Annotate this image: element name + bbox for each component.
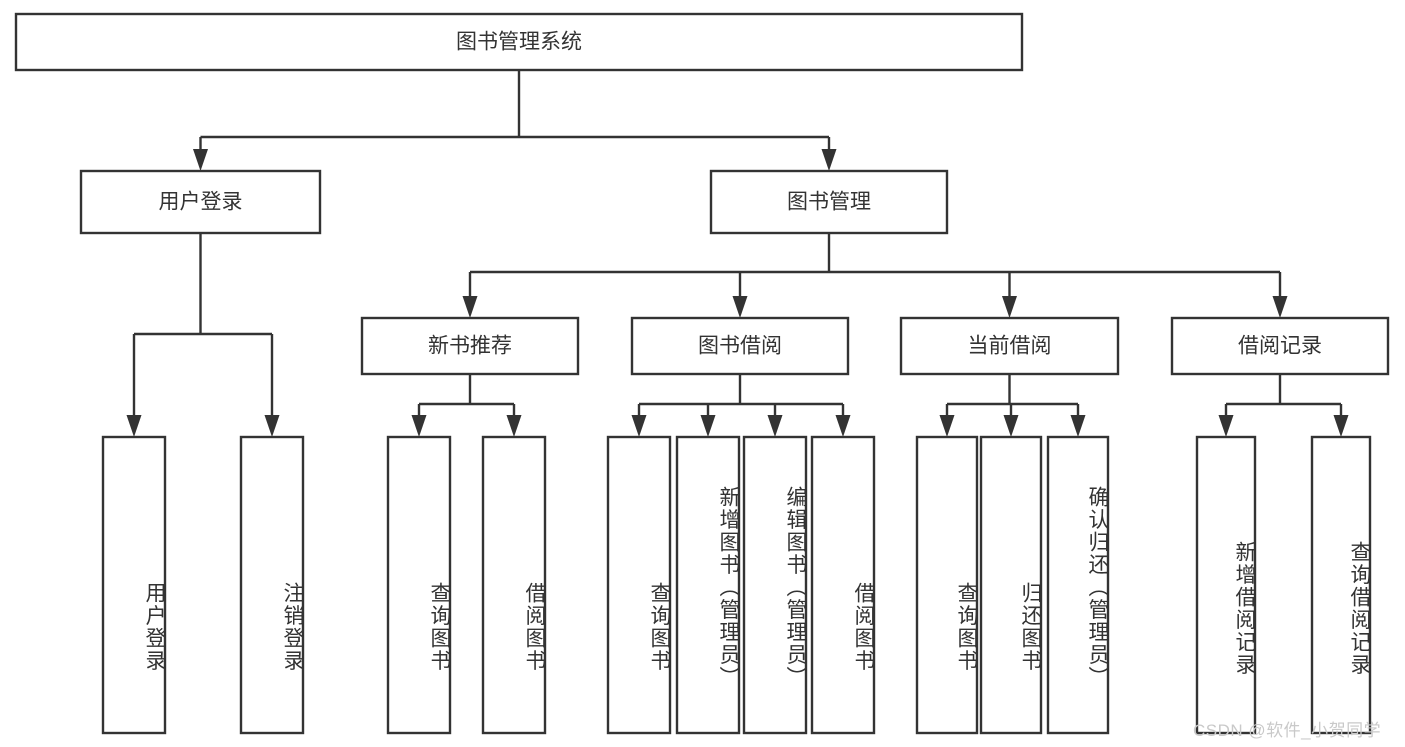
watermark-text: CSDN @软件_小贺同学 (1193, 721, 1382, 740)
node-new-book-recommend[interactable]: 新书推荐 (360, 316, 580, 376)
arrow-head-icon (939, 415, 955, 437)
node-box-new-book-recommend (360, 316, 580, 376)
node-label-current-borrow: 当前借阅 (968, 335, 1052, 358)
arrow-head-icon (1070, 415, 1086, 437)
node-book-manage[interactable]: 图书管理 (709, 169, 949, 235)
arrow-head-icon (767, 415, 783, 437)
node-leaf-add-book[interactable] (675, 435, 741, 735)
arrow-head-icon (1002, 296, 1017, 318)
node-leaf-query-book-rec[interactable] (386, 435, 452, 735)
node-leaf-user-login[interactable] (101, 435, 167, 735)
node-leaf-query-book-current[interactable] (915, 435, 979, 735)
node-label-user-login: 用户登录 (159, 191, 243, 214)
node-box-leaf-borrow-book-rec (481, 435, 547, 735)
node-label-borrow-record: 借阅记录 (1238, 335, 1322, 358)
node-box-current-borrow (899, 316, 1120, 376)
connector-layer (126, 70, 1349, 437)
arrow-head-icon (193, 149, 208, 171)
arrow-head-icon (1218, 415, 1234, 437)
node-box-borrow-record (1170, 316, 1390, 376)
node-box-root-system (14, 12, 1024, 72)
node-leaf-query-borrow-record[interactable] (1310, 435, 1372, 735)
arrow-head-icon (1333, 415, 1349, 437)
node-box-leaf-add-book (675, 435, 741, 735)
arrow-head-icon (631, 415, 647, 437)
node-current-borrow[interactable]: 当前借阅 (899, 316, 1120, 376)
node-box-leaf-add-borrow-record (1195, 435, 1257, 735)
node-box-book-manage (709, 169, 949, 235)
arrow-head-icon (821, 149, 837, 171)
node-leaf-edit-book[interactable] (742, 435, 808, 735)
arrow-head-icon (411, 415, 427, 437)
node-leaf-borrow-book-rec[interactable] (481, 435, 547, 735)
node-user-login[interactable]: 用户登录 (79, 169, 322, 235)
arrow-head-icon (732, 296, 748, 318)
node-box-leaf-edit-book (742, 435, 808, 735)
node-borrow-record[interactable]: 借阅记录 (1170, 316, 1390, 376)
node-leaf-borrow-book[interactable] (810, 435, 876, 735)
node-box-leaf-query-book-borrow (606, 435, 672, 735)
node-box-leaf-query-book-current (915, 435, 979, 735)
node-label-book-borrow: 图书借阅 (698, 335, 782, 358)
arrow-head-icon (1003, 415, 1019, 437)
node-leaf-return-book[interactable] (979, 435, 1043, 735)
node-box-leaf-query-book-rec (386, 435, 452, 735)
arrow-head-icon (126, 415, 142, 437)
node-leaf-query-book-borrow[interactable] (606, 435, 672, 735)
node-leaf-add-borrow-record[interactable] (1195, 435, 1257, 735)
node-box-user-login (79, 169, 322, 235)
arrow-head-icon (506, 415, 522, 437)
arrow-head-icon (1272, 296, 1288, 318)
node-book-borrow[interactable]: 图书借阅 (630, 316, 850, 376)
node-box-leaf-return-book (979, 435, 1043, 735)
node-label-new-book-recommend: 新书推荐 (428, 335, 512, 358)
arrow-head-icon (835, 415, 851, 437)
node-box-leaf-logout (239, 435, 305, 735)
node-box-leaf-query-borrow-record (1310, 435, 1372, 735)
node-leaf-confirm-return[interactable] (1046, 435, 1110, 735)
node-box-leaf-borrow-book (810, 435, 876, 735)
node-box-book-borrow (630, 316, 850, 376)
arrow-head-icon (264, 415, 280, 437)
node-leaf-logout[interactable] (239, 435, 305, 735)
arrow-head-icon (700, 415, 716, 437)
node-label-root-system: 图书管理系统 (456, 31, 582, 54)
node-label-book-manage: 图书管理 (787, 191, 871, 214)
node-root-system[interactable]: 图书管理系统 (14, 12, 1024, 72)
arrow-head-icon (462, 296, 478, 318)
node-box-leaf-confirm-return (1046, 435, 1110, 735)
node-box-leaf-user-login (101, 435, 167, 735)
